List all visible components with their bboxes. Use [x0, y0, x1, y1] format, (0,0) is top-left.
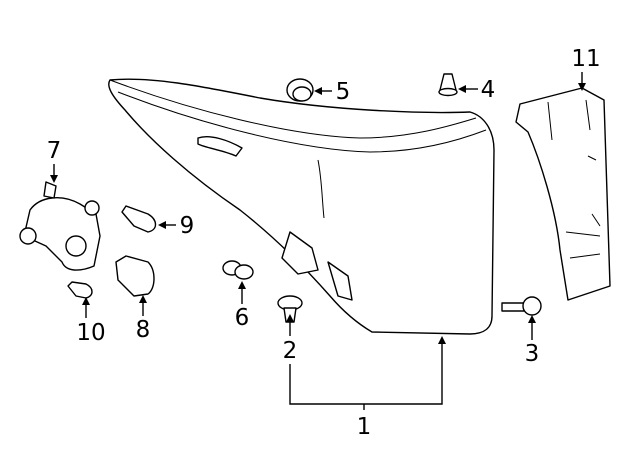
screw-part[interactable]	[501, 296, 542, 316]
callout-8: 8	[136, 317, 151, 343]
callout-10: 10	[76, 320, 105, 346]
bracket-panel[interactable]	[515, 87, 611, 301]
callout-11: 11	[571, 46, 600, 72]
socket-clip-part[interactable]	[222, 260, 254, 280]
callout-2: 2	[283, 338, 298, 364]
bulb-part-10[interactable]	[67, 281, 93, 299]
socket-harness-part[interactable]	[19, 181, 101, 271]
grommet-part[interactable]	[286, 78, 314, 102]
callout-9: 9	[180, 213, 195, 239]
callout-4: 4	[481, 77, 496, 103]
leader-lines	[50, 72, 586, 410]
push-pin-part[interactable]	[438, 73, 458, 97]
callout-3: 3	[525, 341, 540, 367]
callout-labels: 1 2 3 4 5 6 7 8 9 10 11	[47, 46, 601, 440]
callout-5: 5	[336, 79, 351, 105]
bulb-part-9[interactable]	[121, 205, 157, 233]
bulb-part-8[interactable]	[115, 255, 155, 297]
callout-6: 6	[235, 305, 250, 331]
callout-1: 1	[357, 414, 372, 440]
tail-lamp-assembly[interactable]	[108, 78, 495, 335]
callout-7: 7	[47, 138, 62, 164]
